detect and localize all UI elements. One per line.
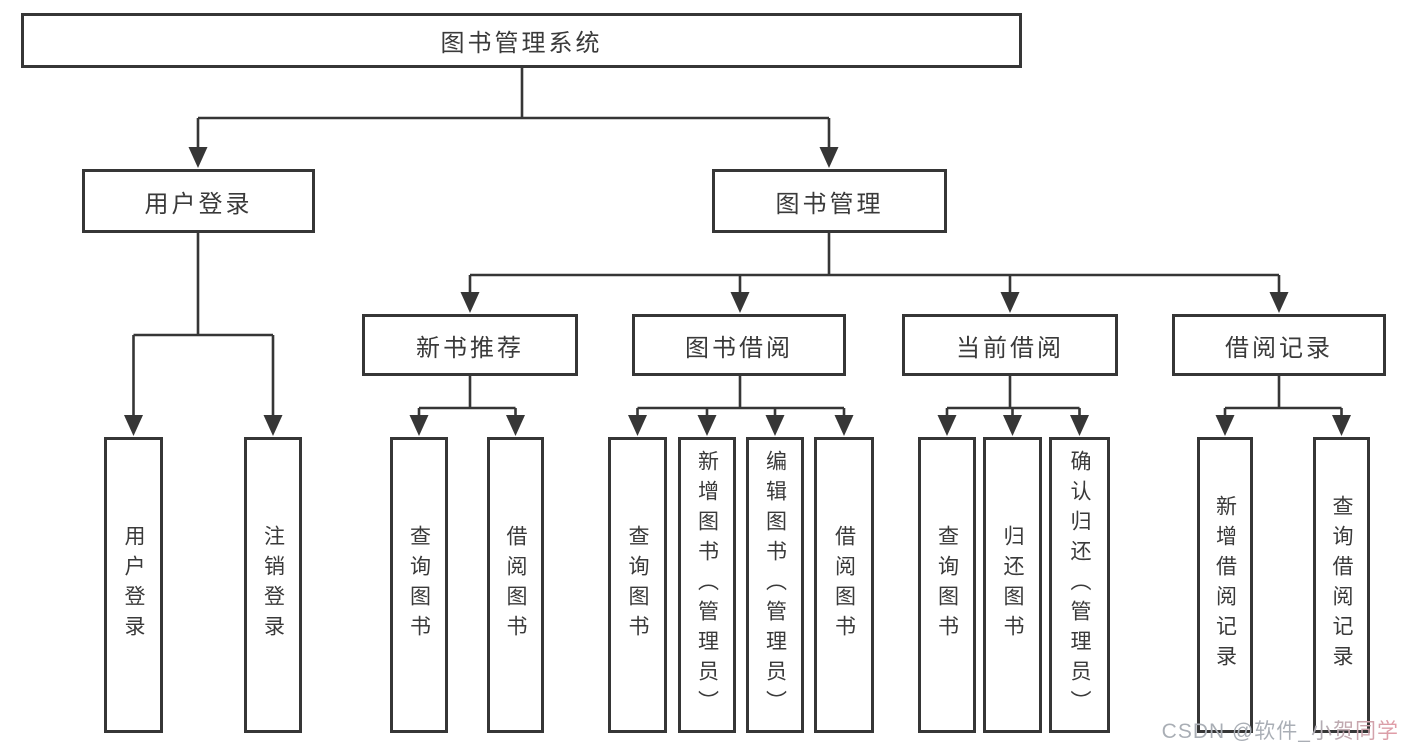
leaf-query-books-borrow: 查询图书 <box>608 437 667 733</box>
leaf-borrow-books-recommend: 借阅图书 <box>487 437 544 733</box>
leaf-query-books-current: 查询图书 <box>918 437 976 733</box>
node-borrowing-records: 借阅记录 <box>1172 314 1386 376</box>
leaf-add-books-admin: 新增图书（管理员） <box>678 437 736 733</box>
leaf-return-books: 归还图书 <box>983 437 1042 733</box>
node-library-management-system: 图书管理系统 <box>21 13 1022 68</box>
arrowheads <box>124 147 1351 436</box>
csdn-watermark: CSDN @软件_小贺同学 <box>1162 715 1399 745</box>
leaf-query-books-recommend: 查询图书 <box>390 437 448 733</box>
leaf-borrow-books: 借阅图书 <box>814 437 874 733</box>
node-current-borrowing: 当前借阅 <box>902 314 1118 376</box>
node-book-management: 图书管理 <box>712 169 947 233</box>
leaf-edit-books-admin: 编辑图书（管理员） <box>746 437 804 733</box>
leaf-logout: 注销登录 <box>244 437 302 733</box>
node-new-book-recommendation: 新书推荐 <box>362 314 578 376</box>
leaf-confirm-return-admin: 确认归还（管理员） <box>1049 437 1110 733</box>
leaf-add-borrow-record: 新增借阅记录 <box>1197 437 1253 733</box>
leaf-query-borrow-record: 查询借阅记录 <box>1313 437 1370 733</box>
leaf-user-login: 用户登录 <box>104 437 163 733</box>
node-user-login: 用户登录 <box>82 169 315 233</box>
node-book-borrowing: 图书借阅 <box>632 314 846 376</box>
